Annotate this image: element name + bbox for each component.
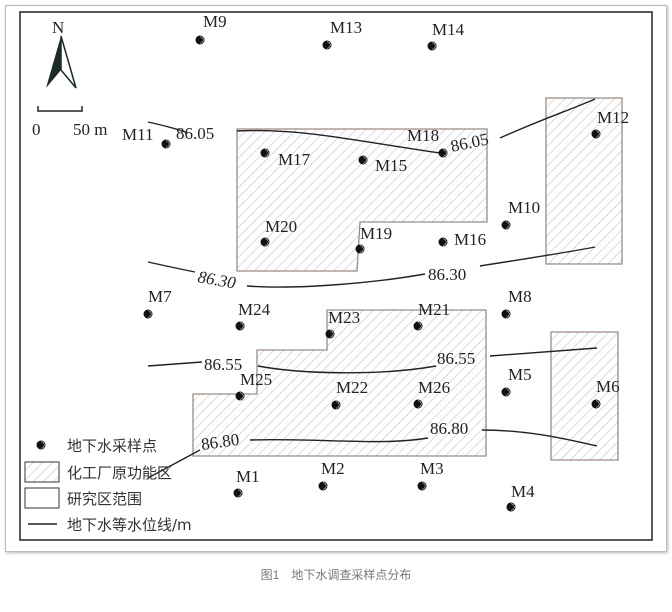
- point-label: M12: [597, 108, 629, 127]
- point-label: M4: [511, 482, 535, 501]
- study-area-swatch: [24, 487, 60, 509]
- scale-start: 0: [32, 120, 41, 139]
- contour-86-30: [147, 246, 596, 288]
- point-label: M23: [328, 308, 360, 327]
- plant-zone-a: [236, 128, 488, 272]
- point-label: M17: [278, 150, 311, 169]
- sample-point-icon: [36, 440, 46, 450]
- point-label: M26: [418, 378, 450, 397]
- plant-zone-d: [550, 331, 619, 461]
- point-label: M11: [122, 125, 154, 144]
- point-label: M22: [336, 378, 368, 397]
- scale-bar: [37, 106, 83, 112]
- legend: 地下水采样点 化工厂原功能区 研究区范围 地下水等水位线/m: [24, 437, 192, 534]
- contour-label: 86.30: [196, 267, 237, 292]
- point-label: M10: [508, 198, 540, 217]
- point-label: M7: [148, 287, 172, 306]
- figure-card: [5, 5, 667, 552]
- contour-86-05: [147, 98, 596, 154]
- point-label: M16: [454, 230, 486, 249]
- point-label: M9: [203, 12, 227, 31]
- point-label: M1: [236, 467, 260, 486]
- contour-label: 86.30: [428, 265, 466, 284]
- map-frame: [19, 11, 653, 541]
- plant-zone-swatch: [24, 461, 60, 483]
- plant-zone-c: [192, 309, 487, 457]
- point-label: M2: [321, 459, 345, 478]
- contour-label: 86.05: [176, 124, 214, 143]
- point-label: M25: [240, 370, 272, 389]
- legend-sample-point: 地下水采样点: [67, 437, 157, 455]
- north-label: N: [52, 18, 64, 37]
- point-label: M8: [508, 287, 532, 306]
- point-label: M13: [330, 18, 362, 37]
- legend-contour: 地下水等水位线/m: [67, 516, 192, 534]
- figure-caption: 图1 地下水调查采样点分布: [260, 568, 412, 582]
- point-label: M24: [238, 300, 271, 319]
- contour-label: 86.80: [430, 419, 468, 438]
- point-label: M5: [508, 365, 532, 384]
- plant-zone-b: [545, 97, 623, 265]
- contour-86-80: [147, 429, 598, 479]
- point-label: M21: [418, 300, 450, 319]
- sample-points: M1 M2 M3 M4 M5 M6 M7 M8 M9 M10 M11 M12 M…: [122, 12, 629, 512]
- point-label: M14: [432, 20, 465, 39]
- contour-label: 86.55: [437, 349, 475, 368]
- point-label: M3: [420, 459, 444, 478]
- point-label: M6: [596, 377, 620, 396]
- contour-86-55: [147, 347, 598, 374]
- point-label: M19: [360, 224, 392, 243]
- point-label: M15: [375, 156, 407, 175]
- contour-label: 86.55: [204, 355, 242, 374]
- point-label: M20: [265, 217, 297, 236]
- legend-plant-zone: 化工厂原功能区: [67, 464, 172, 482]
- legend-study-area: 研究区范围: [67, 490, 142, 508]
- scale-end: 50 m: [73, 120, 107, 139]
- north-arrow-icon: [46, 35, 77, 89]
- point-label: M18: [407, 126, 439, 145]
